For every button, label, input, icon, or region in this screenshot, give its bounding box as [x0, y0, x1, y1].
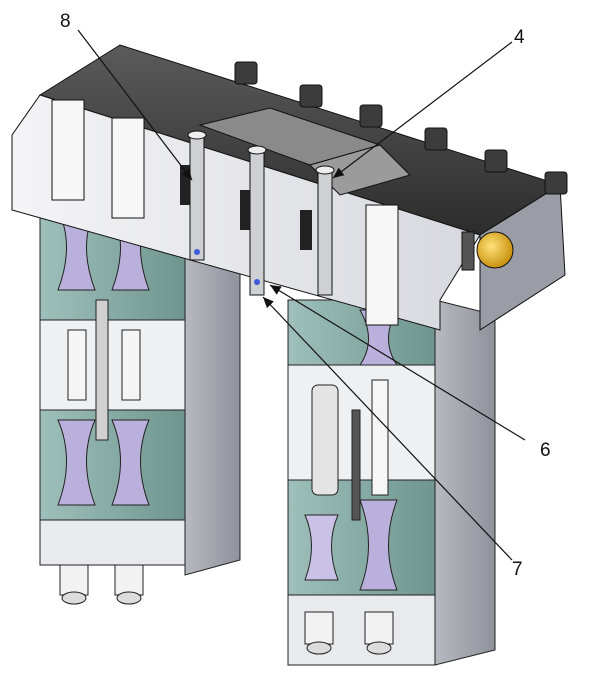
callout-label-7: 7 [512, 559, 523, 580]
leader-line-7 [262, 296, 513, 561]
leader-line-6 [269, 284, 526, 441]
callout-label-6: 6 [540, 440, 551, 461]
leader-line-8 [77, 29, 193, 181]
leader-line-4 [332, 41, 513, 179]
leader-lines [77, 29, 526, 561]
manifold-block [11, 44, 568, 331]
callout-label-8: 8 [60, 11, 71, 32]
left-mold-stack [39, 199, 241, 605]
callout-label-4: 4 [514, 27, 525, 48]
right-mold-stack [287, 299, 496, 666]
valve-stems [187, 130, 335, 296]
